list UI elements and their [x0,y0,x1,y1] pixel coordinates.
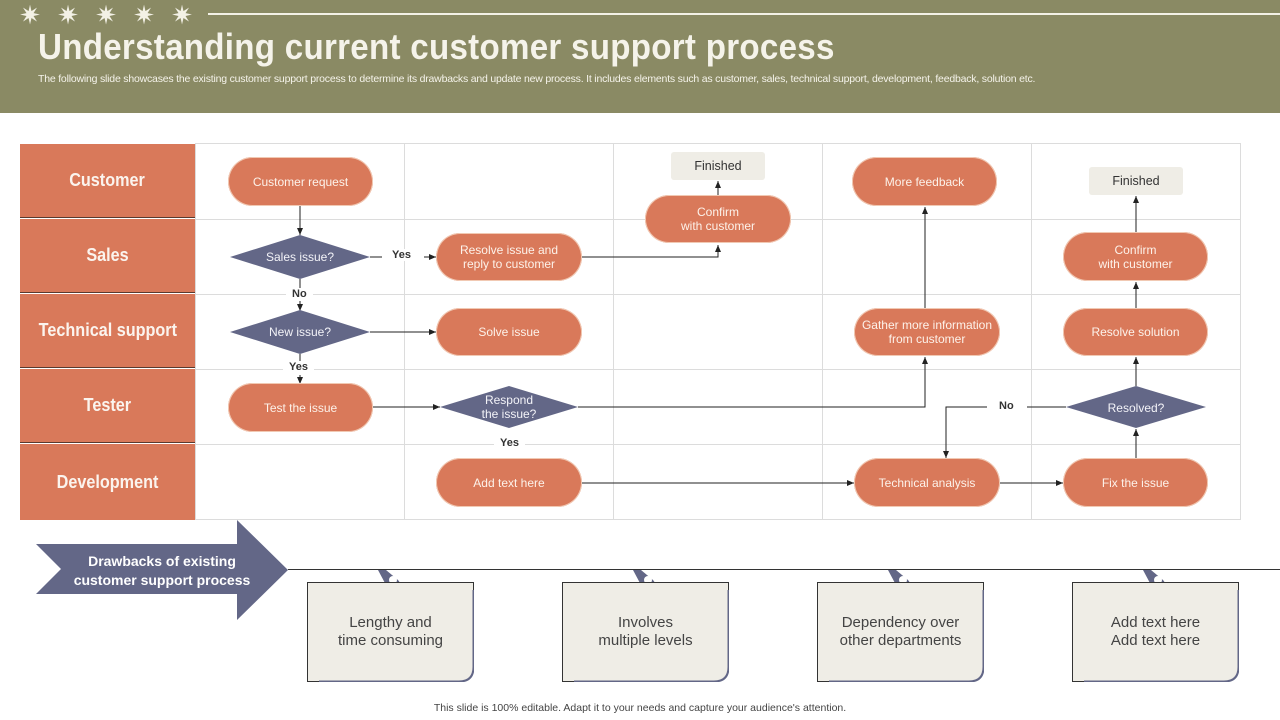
node-solve-issue[interactable]: Solve issue [436,308,582,356]
node-finished[interactable]: Finished [1089,167,1183,195]
decision-sales-issue[interactable]: Sales issue? [230,235,370,279]
sparkle-icon: ✷ [171,0,193,30]
grid-divider [195,294,1241,295]
decision-respond-the-issue[interactable]: Respond the issue? [440,386,578,428]
drawback-item: Dependency over other departments [839,614,962,649]
lane-label-technical-support: Technical support [20,294,195,368]
grid-divider [404,143,405,520]
node-confirm-with-customer[interactable]: Confirm with customer [1063,232,1208,281]
node-fix-the-issue[interactable]: Fix the issue [1063,458,1208,507]
drawback-item: Lengthy and time consuming [337,614,444,649]
note-card [1072,582,1239,682]
node-finished[interactable]: Finished [671,152,765,180]
page-title: Understanding current customer support p… [38,26,835,67]
header-divider [208,13,1280,15]
node-technical-analysis[interactable]: Technical analysis [854,458,1000,507]
grid-divider [195,369,1241,370]
diamond-shape [1066,386,1206,428]
page-subtitle: The following slide showcases the existi… [38,73,1036,85]
drawback-item: Add text here Add text here [1110,614,1201,649]
diamond-shape [440,386,578,428]
grid-divider [195,444,1241,445]
edge-label-yes: Yes [283,361,314,373]
grid-divider [822,143,823,520]
note-card [307,582,474,682]
node-test-the-issue[interactable]: Test the issue [228,383,373,432]
edge-label-no: No [993,400,1020,412]
drawbacks-arrow-banner [36,520,288,620]
decision-new-issue[interactable]: New issue? [230,310,370,354]
note-card [817,582,984,682]
edge-label-yes: Yes [386,249,417,261]
sparkle-icon: ✷ [95,0,117,30]
sparkle-icon: ✷ [57,0,79,30]
node-add-text-here[interactable]: Add text here [436,458,582,507]
swimlane-grid [195,143,1241,520]
edge-label-yes: Yes [494,437,525,449]
lane-label-sales: Sales [20,219,195,293]
node-resolve-issue-reply[interactable]: Resolve issue and reply to customer [436,233,582,281]
node-gather-more-information[interactable]: Gather more information from customer [854,308,1000,356]
node-more-feedback[interactable]: More feedback [852,157,997,206]
footer-note: This slide is 100% editable. Adapt it to… [433,702,847,714]
node-resolve-solution[interactable]: Resolve solution [1063,308,1208,356]
grid-divider [613,143,614,520]
header-banner: ✷ ✷ ✷ ✷ ✷ Understanding current customer… [0,0,1280,113]
sparkle-icon: ✷ [19,0,41,30]
grid-divider [1031,143,1032,520]
lane-label-customer: Customer [20,144,195,218]
drawbacks-heading: Drawbacks of existing customer support p… [73,553,251,588]
node-customer-request[interactable]: Customer request [228,157,373,206]
sparkle-icon: ✷ [133,0,155,30]
edge-label-no: No [286,288,313,300]
diamond-shape [230,310,370,354]
timeline-line [288,569,1280,570]
star-decoration: ✷ ✷ ✷ ✷ ✷ [18,0,194,30]
lane-label-development: Development [20,444,195,520]
note-card [562,582,729,682]
node-confirm-with-customer[interactable]: Confirm with customer [645,195,791,243]
decision-resolved[interactable]: Resolved? [1066,386,1206,430]
drawback-item: Involves multiple levels [598,614,693,649]
diamond-shape [230,235,370,279]
lane-label-tester: Tester [20,369,195,443]
